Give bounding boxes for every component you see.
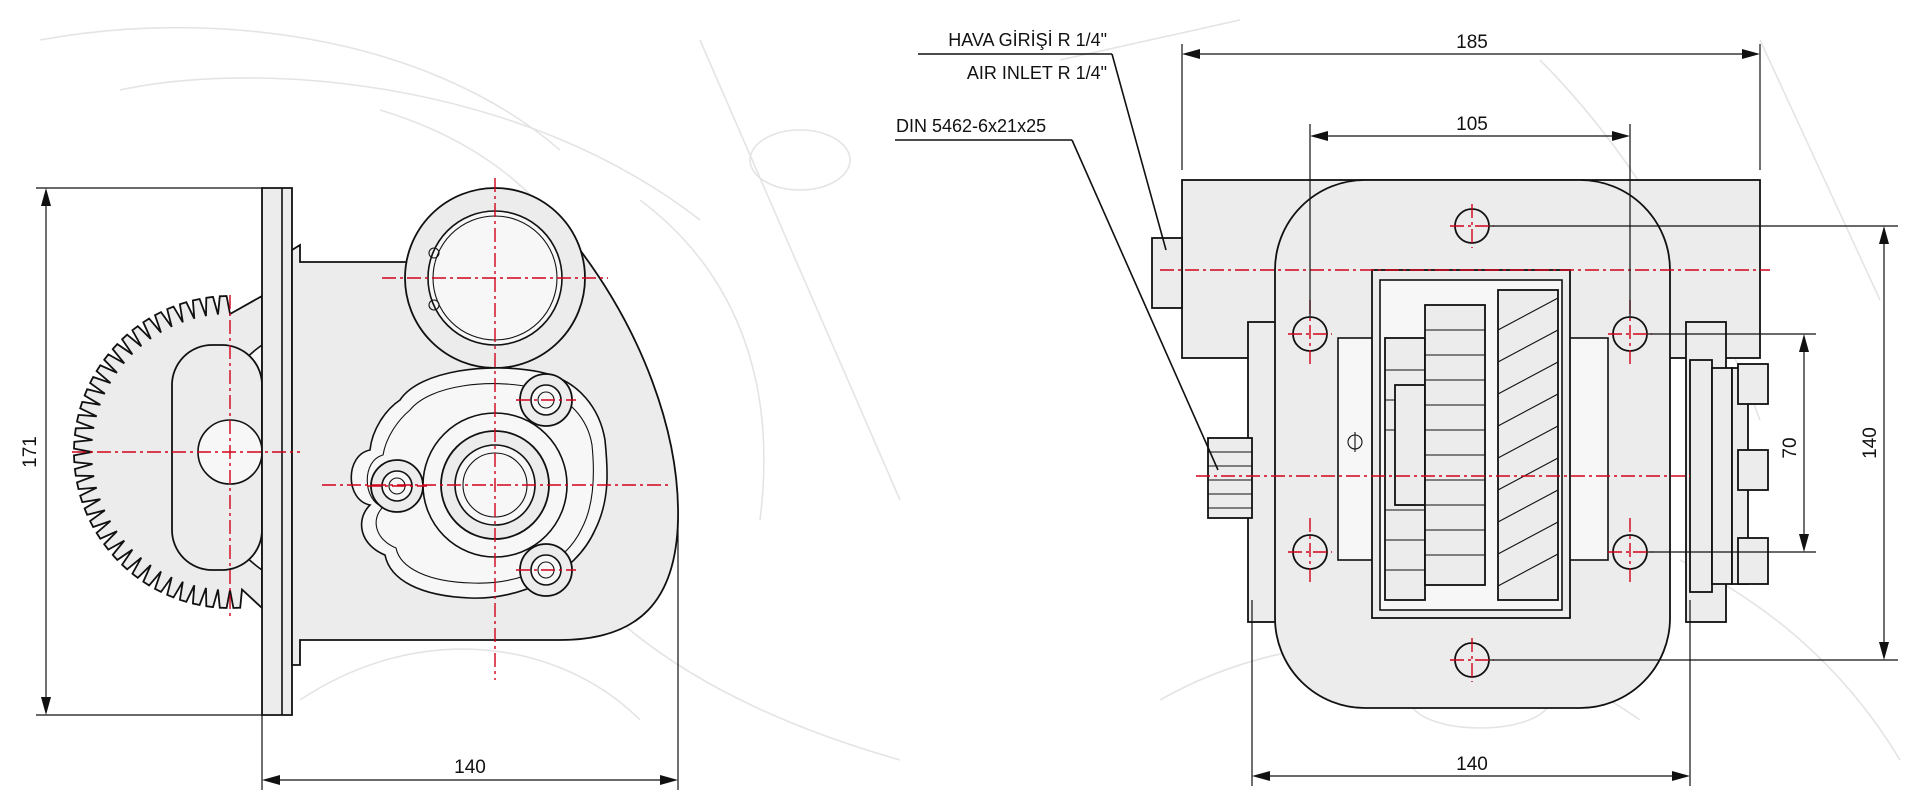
air-cylinder-clip-hole-top [428, 247, 440, 259]
dim-overall-width-label: 185 [1456, 32, 1488, 53]
dim-width-side-label: 140 [454, 757, 486, 778]
dim-vertical-70-label: 70 [1780, 437, 1801, 458]
shaft-collar [1394, 384, 1426, 506]
side-view: 171 140 [20, 178, 679, 790]
dim-flange-width-140: 140 [1251, 600, 1691, 786]
spline-shaft-body [1207, 437, 1253, 519]
spline-shaft [1207, 437, 1253, 519]
dim-vertical-140-label: 140 [1860, 427, 1881, 459]
spur-gear [1424, 304, 1486, 586]
air-inlet-label-tr: HAVA GİRİŞİ R 1/4" [948, 30, 1107, 50]
air-inlet-callout: HAVA GİRİŞİ R 1/4" AIR INLET R 1/4" [918, 30, 1167, 251]
dim-vertical-140: 140 [1490, 225, 1898, 661]
front-view: 185 105 70 140 [895, 30, 1898, 786]
shaft-spec-callout: DIN 5462-6x21x25 [895, 116, 1219, 471]
air-inlet-label-en: AIR INLET R 1/4" [967, 63, 1107, 83]
air-inlet-fitting [1151, 237, 1183, 309]
spur-gear-teeth [1425, 329, 1485, 556]
gear-cavity [1337, 269, 1609, 619]
air-cylinder-clip-hole-bottom [428, 299, 440, 311]
dim-overall-width-185: 185 [1181, 32, 1761, 170]
dim-bolt-spacing-label: 105 [1456, 114, 1488, 135]
helical-gear [1497, 289, 1559, 601]
side-centerlines [72, 178, 668, 680]
dim-vertical-70: 70 [1648, 333, 1816, 553]
dim-height-171: 171 [20, 187, 262, 716]
dim-bolt-spacing-105: 105 [1309, 114, 1631, 316]
dim-width-140-side: 140 [261, 520, 679, 790]
dim-height-label: 171 [20, 436, 41, 468]
right-output-stack [1689, 359, 1769, 593]
shaft-spec-label: DIN 5462-6x21x25 [896, 116, 1046, 136]
helical-gear-teeth [1497, 297, 1559, 587]
dim-flange-width-label: 140 [1456, 754, 1488, 775]
